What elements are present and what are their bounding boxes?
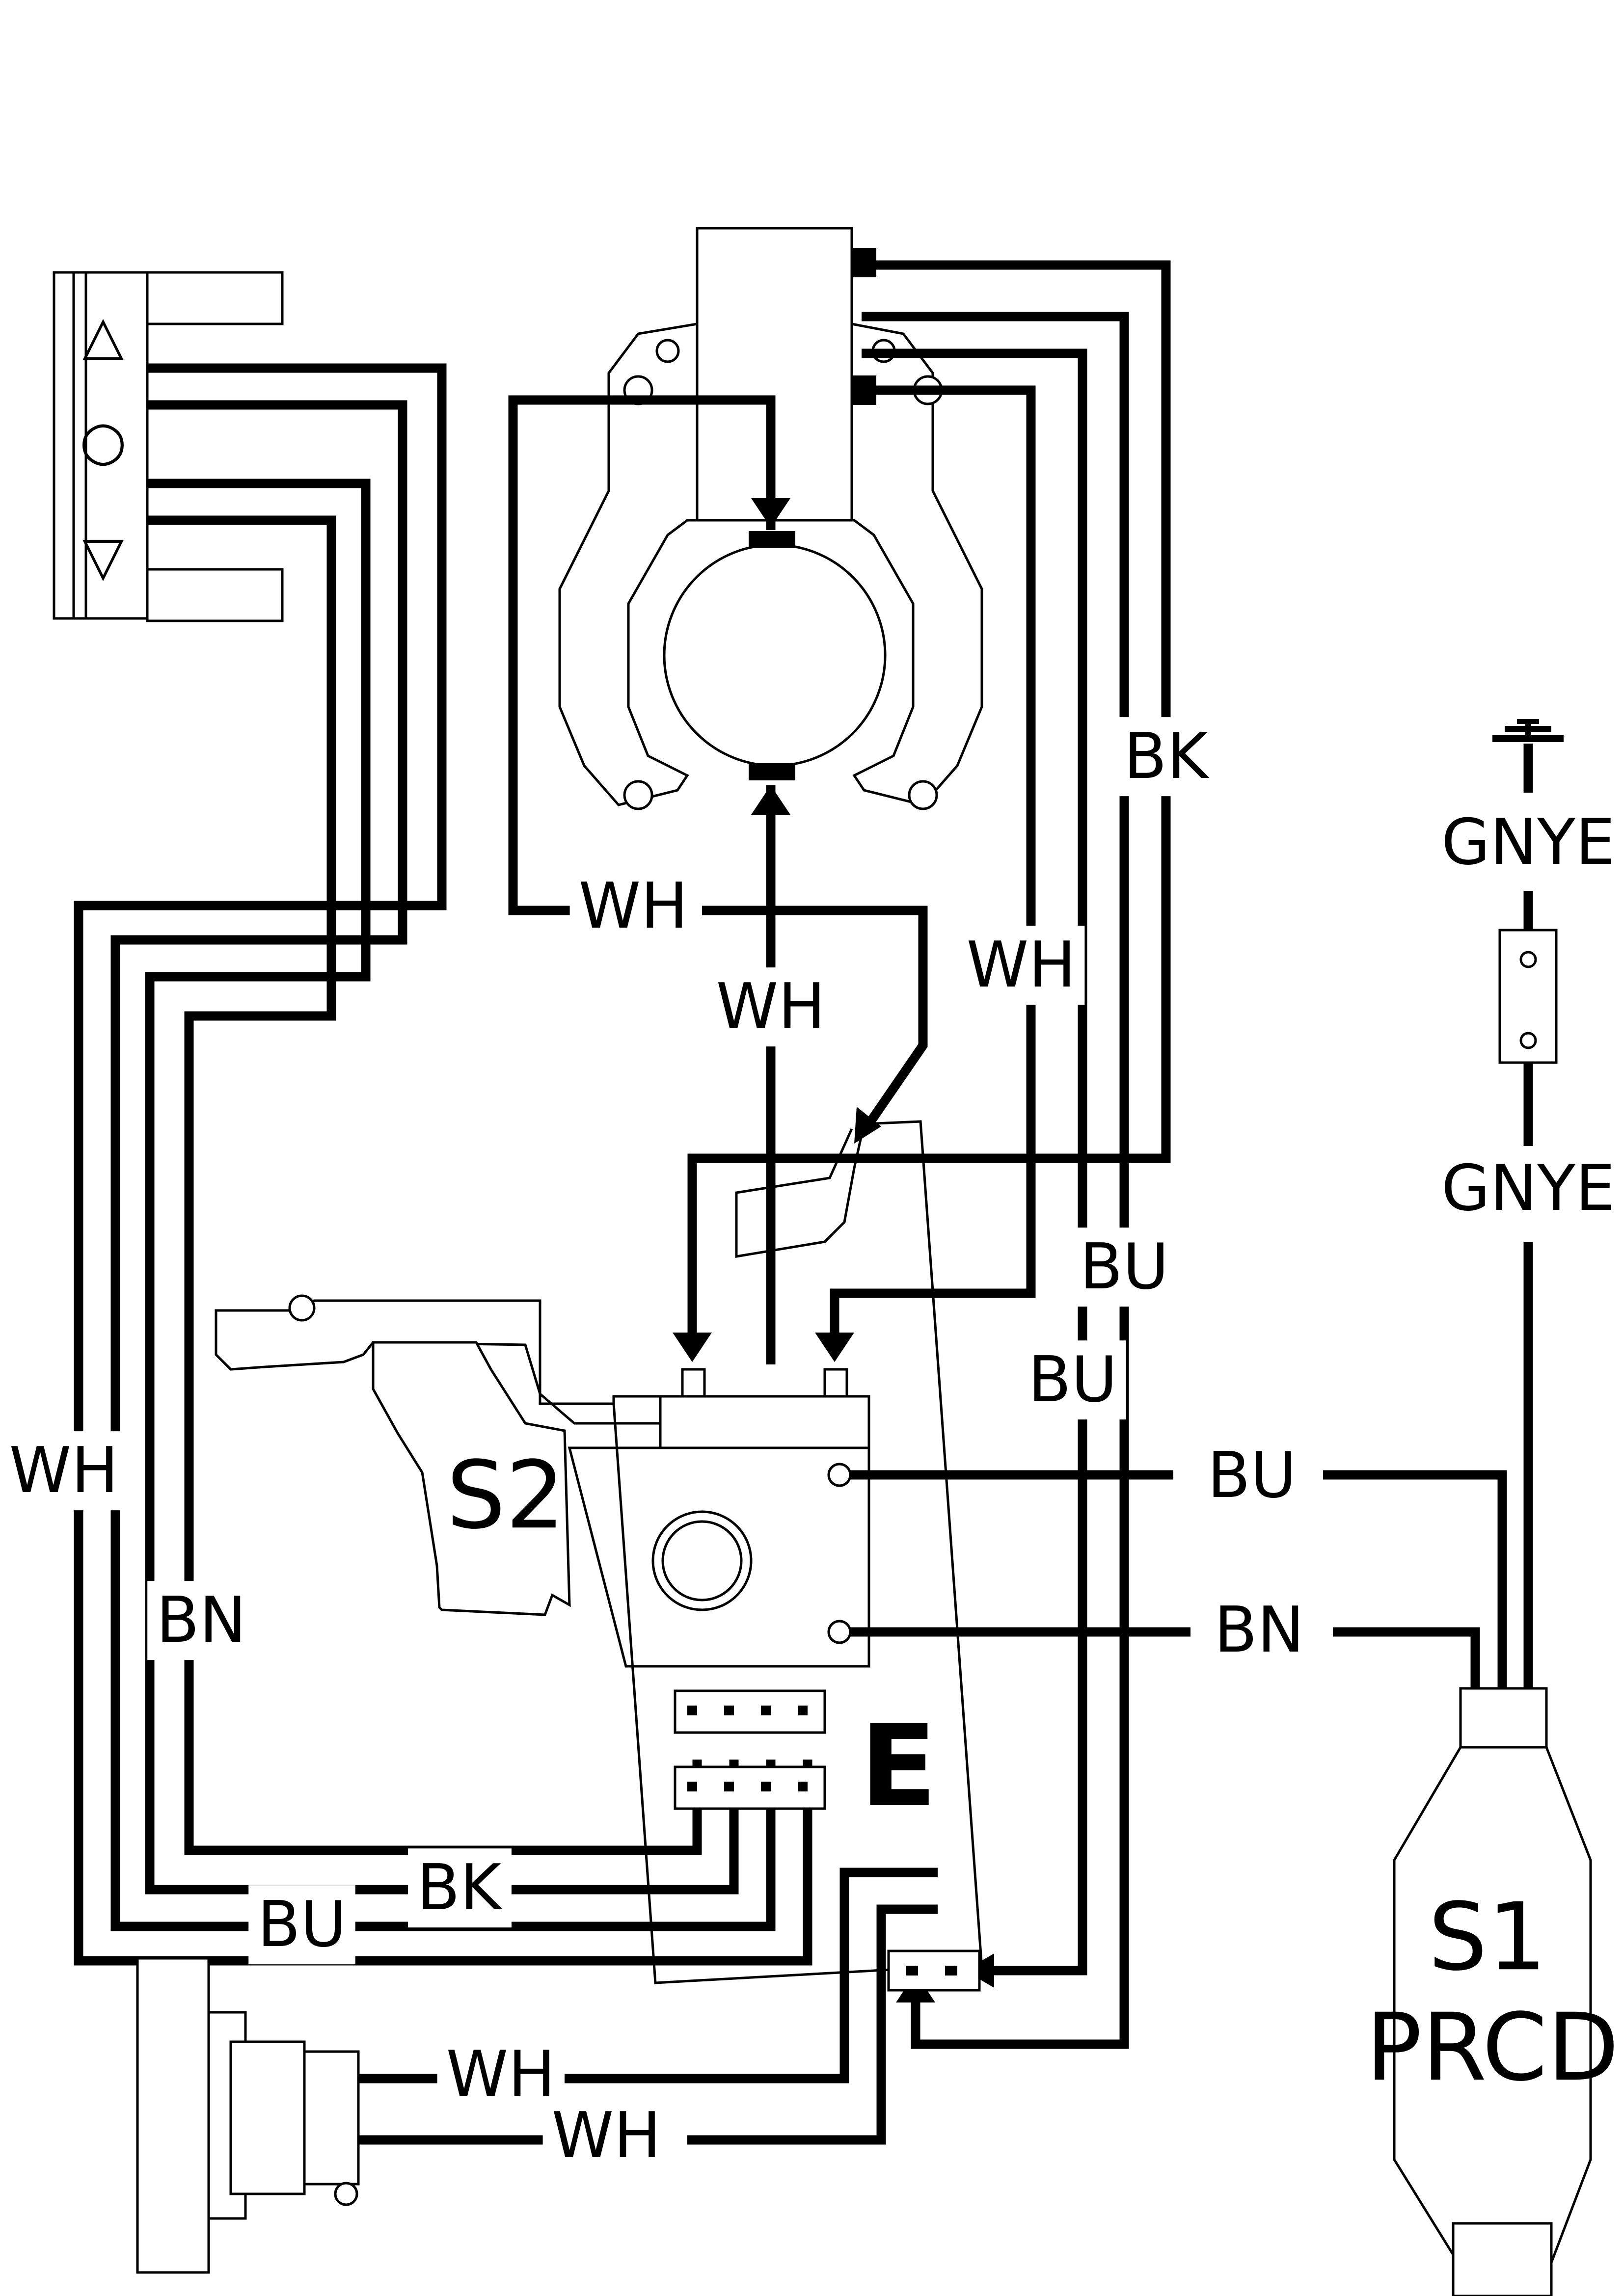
switch-s2-label: S2 <box>446 1441 565 1549</box>
prcd-ref-label: S1 <box>1428 1883 1547 1991</box>
label-background <box>1433 803 1623 882</box>
switch-s2: S2 <box>215 1294 870 1668</box>
speed-neutral-symbol: ○ <box>80 409 127 472</box>
motor-wires <box>508 260 1171 2025</box>
s2-output-wires <box>849 1470 1507 1698</box>
label-background <box>408 1848 512 1928</box>
label-motor-center-wh: WH <box>716 970 826 1043</box>
module-e-label: E <box>860 1701 937 1832</box>
brake-wires <box>344 1868 1129 2145</box>
label-background <box>147 1581 255 1660</box>
label-background <box>1071 1228 1178 1307</box>
label-motor-right-wh: WH <box>967 929 1076 1002</box>
label-background <box>1205 1591 1313 1670</box>
label-motor-bk: BK <box>1124 720 1210 793</box>
label-selector-wh: WH <box>9 1434 119 1507</box>
label-background <box>1115 717 1218 797</box>
label-brake-wh-top: WH <box>446 2038 556 2111</box>
bottom-connector <box>887 1949 981 1992</box>
label-background <box>1019 1340 1126 1420</box>
label-ground-gnye-bottom: GNYE <box>1441 1152 1615 1225</box>
prcd-name-label: PRCD <box>1366 1993 1619 2102</box>
label-background <box>437 2035 565 2114</box>
wire-labels: WH WH WH BK BU BU WH BN BK BU BU BN GNYE… <box>0 717 1623 2176</box>
label-background <box>1198 1436 1305 1516</box>
label-bottom-bk: BK <box>417 1851 503 1924</box>
label-motor-left-wh: WH <box>579 870 688 943</box>
selector-wire-bundle <box>74 363 812 1966</box>
label-brake-wh-bottom: WH <box>552 2099 661 2172</box>
label-bu-lower: BU <box>1028 1343 1117 1416</box>
label-background <box>0 1431 128 1511</box>
label-background <box>1433 1149 1623 1228</box>
speed-down-symbol: ▽ <box>82 524 124 587</box>
label-prcd-bu: BU <box>1207 1439 1297 1512</box>
prcd-s1: S1 PRCD <box>1366 1687 1619 2296</box>
label-ground-gnye-top: GNYE <box>1441 806 1615 879</box>
brake-component <box>136 1957 360 2274</box>
ground-connection <box>1492 719 1564 1698</box>
label-background <box>569 867 697 946</box>
label-bottom-bu: BU <box>257 1888 347 1961</box>
speed-selector: △ ○ ▽ <box>53 271 284 622</box>
label-background <box>957 926 1085 1005</box>
label-background <box>248 1885 355 1965</box>
electronics-module: E <box>674 1689 937 1832</box>
label-selector-bn: BN <box>156 1584 246 1657</box>
label-background <box>707 967 835 1047</box>
label-bu-upper: BU <box>1080 1230 1169 1304</box>
speed-up-symbol: △ <box>82 303 124 366</box>
label-prcd-bn: BN <box>1214 1594 1304 1667</box>
